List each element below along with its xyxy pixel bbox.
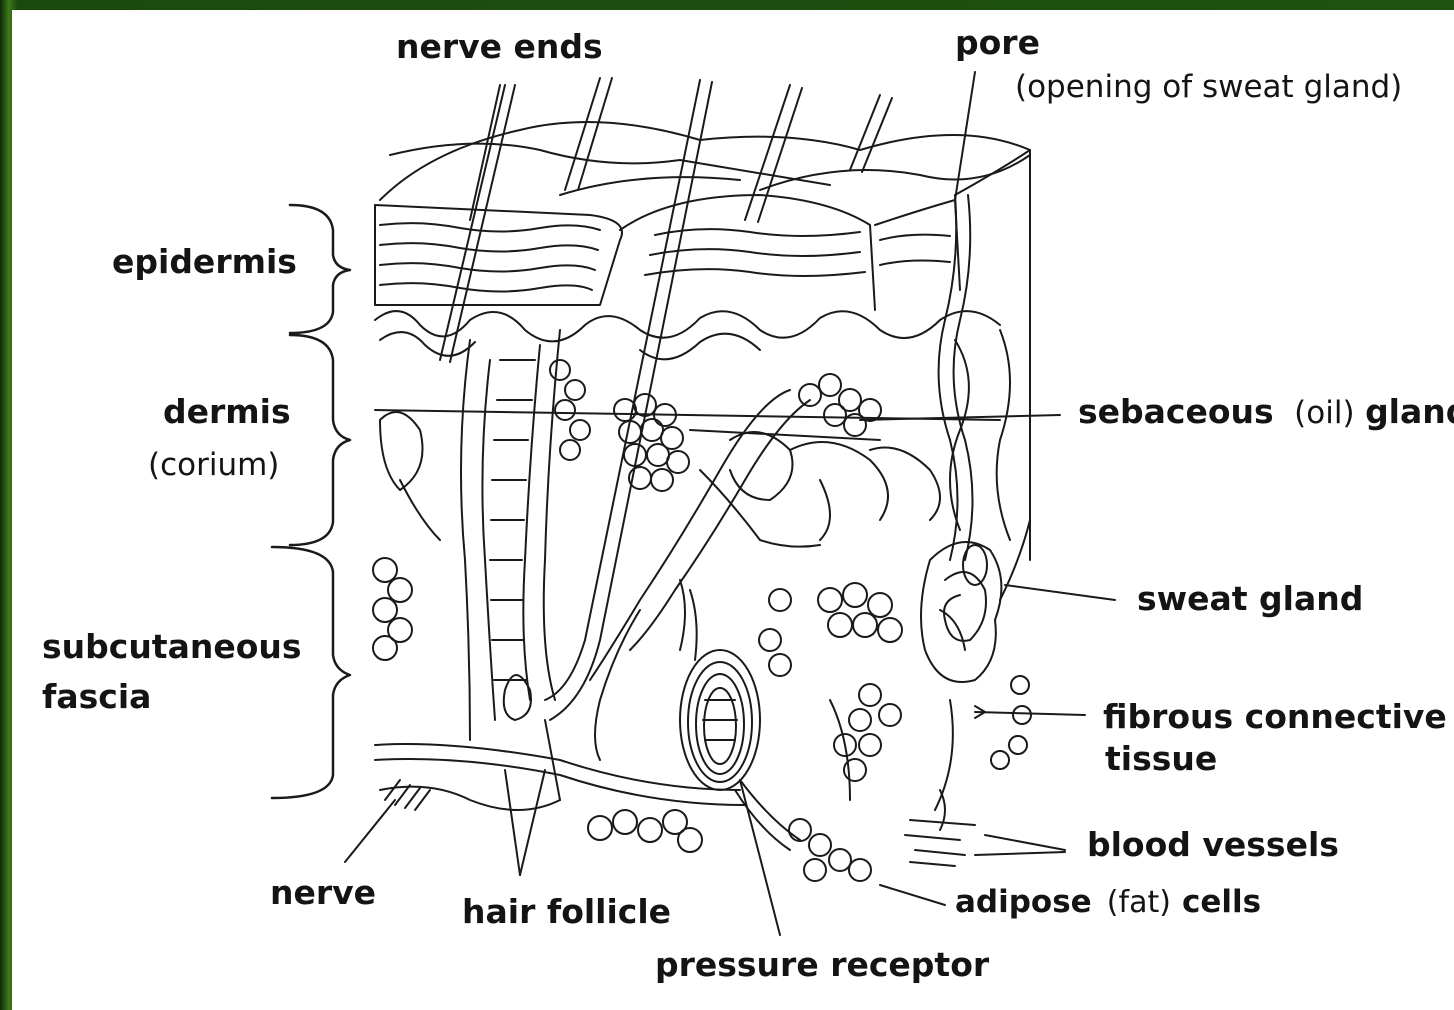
dermis-tissue-loops [375, 330, 1010, 547]
hair-follicle-diagonal [590, 390, 810, 760]
label-nerve: nerve [270, 876, 376, 909]
epidermis-block [375, 150, 1030, 359]
label-epidermis: epidermis [112, 245, 297, 278]
label-sebaceous-gland: gland [1365, 392, 1454, 431]
label-adipose-cells: cells [1182, 884, 1261, 920]
label-tissue: tissue [1105, 742, 1217, 775]
label-hair-follicle: hair follicle [462, 895, 671, 928]
label-nerve-ends: nerve ends [396, 30, 603, 63]
label-adipose: adipose [955, 884, 1092, 920]
label-pore-note: (opening of sweat gland) [1015, 72, 1402, 103]
label-sebaceous-note: (oil) [1294, 395, 1354, 431]
sebaceous-gland-lobules [550, 360, 881, 491]
pressure-receptor [680, 650, 800, 850]
label-dermis-note: (corium) [148, 450, 279, 481]
label-blood-vessels: blood vessels [1087, 828, 1339, 861]
hair-follicle-left [461, 330, 560, 740]
layer-brackets [272, 205, 350, 798]
label-fascia: fascia [42, 680, 151, 713]
label-pore: pore [955, 26, 1040, 59]
label-adipose-group: adipose (fat) cells [955, 887, 1261, 918]
label-sweat-gland: sweat gland [1137, 582, 1363, 615]
label-adipose-note: (fat) [1107, 885, 1171, 920]
sweat-gland [921, 195, 1001, 682]
label-sebaceous: sebaceous [1078, 392, 1274, 431]
nerve-fibers [375, 580, 850, 810]
label-subcutaneous: subcutaneous [42, 630, 302, 663]
label-sebaceous-group: sebaceous (oil) gland [1078, 395, 1454, 429]
label-pressure-receptor: pressure receptor [655, 948, 989, 981]
adipose-cells [373, 558, 1031, 881]
label-dermis: dermis [163, 395, 291, 428]
label-fibrous-connective: fibrous connective [1103, 700, 1447, 733]
